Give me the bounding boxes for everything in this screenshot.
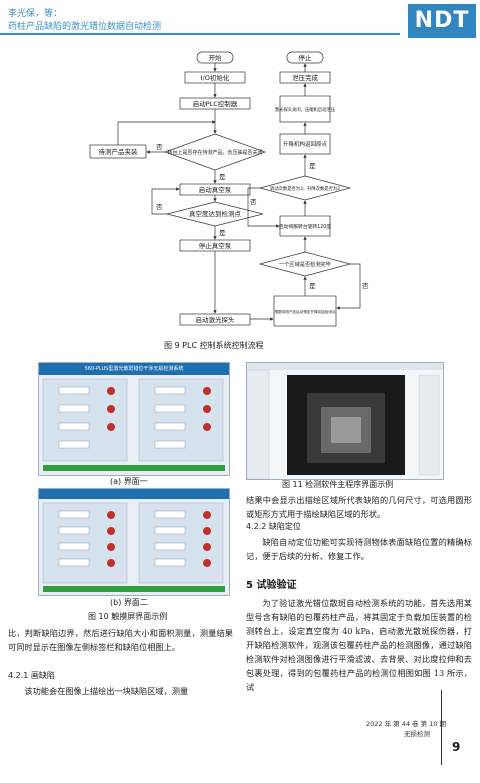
text-lift-hold: 根据待测产品启动预定升降初始检测点 bbox=[274, 309, 335, 314]
fig10-caption: 图 10 触摸屏界面示例 bbox=[88, 612, 168, 621]
text-release-done: 泄压完成 bbox=[292, 73, 319, 82]
screen2-caption: (b) 界面二 bbox=[110, 598, 148, 607]
footer-journal-line: 2022 年 第 44 卷 第 10 期 bbox=[366, 720, 447, 728]
label-yes-1: 是 bbox=[219, 173, 226, 181]
fig11-caption: 图 11 检测软件主程序界面示例 bbox=[282, 480, 394, 489]
subsection-4-2-1: 4.2.1 画缺陷 bbox=[8, 671, 55, 680]
text-decision-table: 转台上是否存在待测产品，负压抽是否关闭 bbox=[167, 149, 262, 156]
text-decision-vacuum: 真空度达到检测点 bbox=[189, 209, 242, 218]
footer-divider bbox=[441, 690, 442, 765]
touchscreen-interface-2 bbox=[38, 488, 230, 596]
text-start-vacuum: 启动真空泵 bbox=[199, 185, 232, 194]
text-return-origin: 升降机构返回原点 bbox=[283, 140, 328, 148]
section-5-heading: 5 试验验证 bbox=[246, 580, 297, 591]
plc-flowchart: 开始 I/O初始化 启动PLC控制器 转台上是否存在待测产品，负压抽是否关闭 待… bbox=[89, 51, 369, 327]
right-paragraph-2: 缺陷自动定位功能可实现待测物体表面缺陷位置的精确标记，便于后续的分析、修复工作。 bbox=[246, 537, 472, 561]
node-laser-off bbox=[279, 95, 331, 123]
screen1-controls bbox=[42, 378, 225, 471]
text-laser-off: 激光探头关闭，压缩机启动泄压 bbox=[275, 106, 336, 113]
ndt-logo: NDT bbox=[408, 4, 476, 38]
node-decision-rotate bbox=[258, 175, 352, 201]
right-paragraph-3: 为了验证激光错位散斑自动检测系统的功能，首先选用某型号含有缺陷的包覆药柱产品，将… bbox=[246, 598, 472, 692]
text-rotate-servo: 启动伺服转台旋转120度 bbox=[279, 223, 332, 230]
fig9-caption: 图 9 PLC 控制系统控制流程 bbox=[164, 341, 264, 350]
label-no-4: 否 bbox=[362, 282, 369, 290]
header-title: 药柱产品缺陷的激光错位数据自动检测 bbox=[8, 22, 162, 32]
label-yes-4: 是 bbox=[309, 282, 316, 290]
text-decision-region: 一个区域是否检测完毕 bbox=[279, 260, 331, 268]
detection-software-screenshot bbox=[246, 362, 444, 480]
touchscreen-interface-1: 560-PLUS型激光散斑错位干涉无损检测系统 bbox=[38, 362, 230, 476]
label-no-2: 否 bbox=[156, 203, 163, 211]
header-authors: 李光保，等： bbox=[8, 9, 63, 19]
left-paragraph-1: 比，判断缺陷边界，然后进行缺陷大小和面积测量，测量结果可同时显示在图像左侧标签栏… bbox=[8, 628, 233, 652]
text-load-product: 待测产品夹装 bbox=[99, 147, 139, 156]
left-paragraph-2: 该功能会在图像上描绘出一块缺陷区域，测量 bbox=[24, 686, 189, 696]
node-stop bbox=[286, 51, 324, 64]
subsection-4-2-2: 4.2.2 缺陷定位 bbox=[246, 522, 301, 531]
screen1-title: 560-PLUS型激光散斑错位干涉无损检测系统 bbox=[39, 363, 229, 375]
page-header: 李光保，等： 药柱产品缺陷的激光错位数据自动检测 bbox=[0, 0, 480, 40]
node-decision-region bbox=[258, 251, 352, 277]
label-yes-3: 是 bbox=[309, 162, 316, 170]
software-window bbox=[246, 363, 443, 480]
text-stop: 停止 bbox=[299, 53, 313, 62]
footer-journal-name: 无损检测 bbox=[404, 730, 430, 738]
screen1-caption: (a) 界面一 bbox=[110, 477, 148, 486]
screen2-controls bbox=[39, 489, 229, 592]
text-io-init: I/O初始化 bbox=[201, 73, 230, 82]
text-start-laser: 启动激光探头 bbox=[196, 315, 236, 324]
label-no-3: 否 bbox=[250, 198, 257, 206]
text-decision-rotate: 转动次数是否为3，升降次数是否为2 bbox=[270, 185, 340, 192]
page-number: 9 bbox=[452, 740, 461, 754]
header-rule bbox=[0, 33, 400, 35]
label-no-1: 否 bbox=[156, 143, 163, 151]
label-yes-2: 是 bbox=[219, 229, 226, 237]
right-paragraph-1: 结果中会显示出描绘区域所代表缺陷的几何尺寸，可选用圆形或矩形方式用于描绘缺陷区域… bbox=[246, 495, 472, 519]
text-stop-vacuum: 停止真空泵 bbox=[199, 241, 232, 250]
text-start: 开始 bbox=[209, 53, 223, 62]
text-start-plc: 启动PLC控制器 bbox=[193, 99, 238, 108]
node-start-laser bbox=[179, 313, 251, 326]
